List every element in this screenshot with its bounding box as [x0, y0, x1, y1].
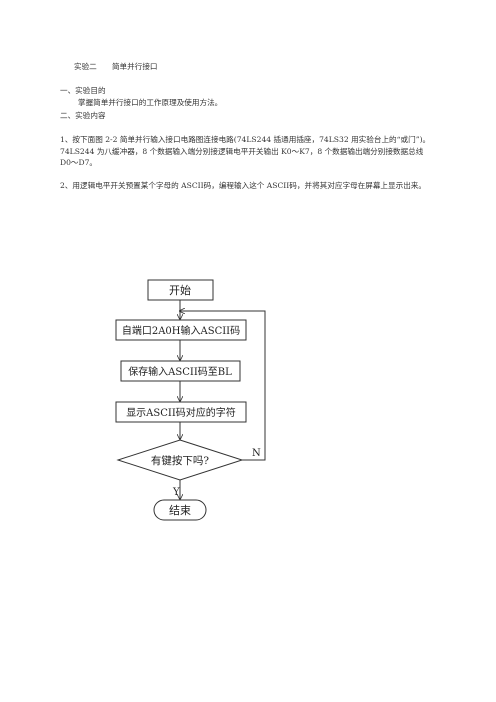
section-heading-purpose: 一、实验目的 — [60, 86, 106, 95]
start-label: 开始 — [169, 283, 191, 297]
section-heading-content: 二、实验内容 — [60, 111, 106, 120]
end-box — [153, 499, 207, 521]
step3-box — [115, 401, 247, 423]
end-label: 结束 — [169, 504, 191, 517]
step1-label: 自端口2A0H输入ASCII码 — [122, 324, 240, 337]
loop-back-line — [180, 311, 266, 461]
content-item-1: 1、按下面图 2-2 简单并行输入接口电路图连接电路(74LS244 插通用插座… — [60, 135, 431, 167]
yes-label: Y — [172, 487, 180, 498]
decision-label: 有键按下吗? — [151, 454, 209, 467]
purpose-text: 掌握简单并行接口的工作原理及使用方法。 — [78, 98, 223, 107]
step1-box — [115, 319, 247, 341]
step2-label: 保存输入ASCII码至BL — [128, 365, 232, 378]
content-item-2: 2、用逻辑电平开关预置某个字母的 ASCII码，编程输入这个 ASCII码，并将… — [60, 181, 426, 190]
step3-label: 显示ASCII码对应的字符 — [126, 406, 236, 419]
no-label: N — [252, 448, 261, 459]
doc-title: 实验二 简单并行接口 — [74, 62, 158, 71]
